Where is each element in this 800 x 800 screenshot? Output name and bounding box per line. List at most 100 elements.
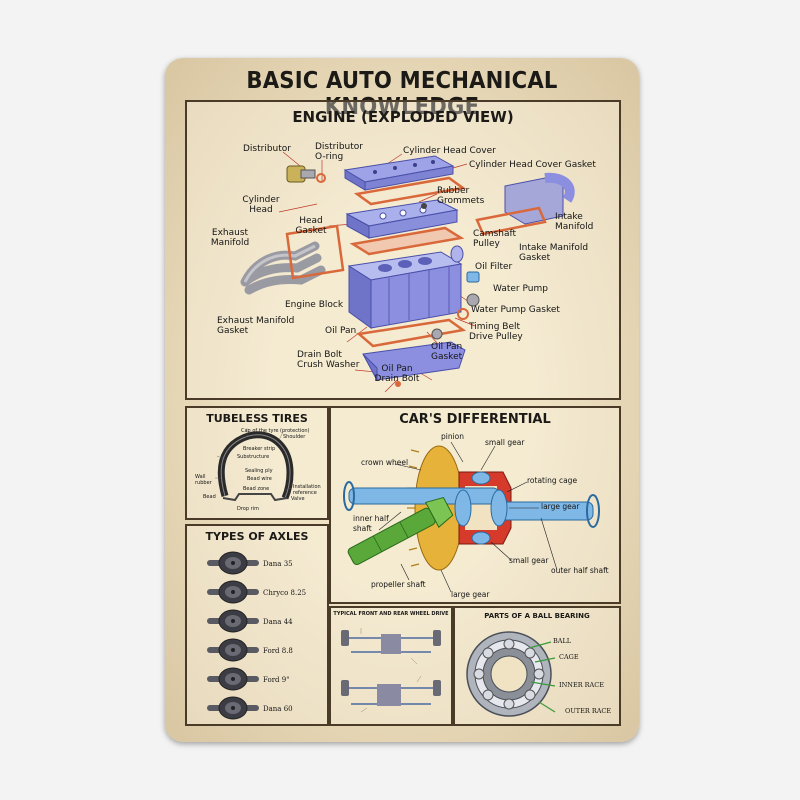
small-gear-top [471,471,491,485]
drive-title: TYPICAL FRONT AND REAR WHEEL DRIVE [333,611,449,617]
diff-label-large-gear-right: large gear [541,502,580,511]
oil-filter-part [466,271,480,283]
axle-housing-icon [207,551,259,575]
drive-panel: TYPICAL FRONT AND REAR WHEEL DRIVE [329,606,453,726]
axle-label: Chryco 8.25 [263,589,307,597]
timing-pulley-part [431,328,443,340]
exhaust-gasket [285,224,345,280]
axle-label: Ford 8.8 [263,647,293,655]
axle-housing-icon [207,638,259,662]
inner-half-shaft [348,487,500,505]
engine-block [347,251,463,329]
tires-title: TUBELESS TIRES [206,412,308,425]
differential-diagram [343,441,600,593]
label-intake-manifold: Intake Manifold [555,212,594,232]
head-gasket [349,226,465,256]
bearing-label-cage: CAGE [559,653,579,661]
axle-item: Dana 44 [187,606,327,636]
water-pump-gasket-part [457,308,469,320]
distributor-part [286,165,326,183]
label-oil-filter: Oil Filter [475,262,513,272]
exhaust-manifold-part [240,241,326,295]
tire-label-install: Installation reference [293,484,321,496]
label-drain-bolt-washer: Drain Bolt Crush Washer [297,350,360,370]
axle-label: Ford 9" [263,676,290,684]
axle-housing-icon [207,696,259,720]
tire-label-valve: Valve [291,496,305,502]
large-gear-left [454,489,472,527]
propeller-shaft [347,496,454,566]
page-title: BASIC AUTO MECHANICAL KNOWLEDGE [246,68,558,120]
label-engine-block: Engine Block [285,300,344,310]
label-cyl-head-cover-gasket: Cylinder Head Cover Gasket [469,160,596,170]
drain-bolt [395,381,401,387]
label-water-pump-gasket: Water Pump Gasket [471,305,560,315]
diff-label-inner-half-shaft: inner half shaft [353,514,389,533]
differential-panel: CAR'S DIFFERENTIAL [329,406,621,604]
label-water-pump: Water Pump [493,284,548,294]
cover-gasket [353,176,467,206]
tire-diagram [215,428,294,502]
bearing-panel: PARTS OF A BALL BEARING BALL CAGE INNER … [453,606,621,726]
small-gear-bottom [471,531,491,545]
label-oil-pan: Oil Pan [325,326,357,336]
axle-item: Chryco 8.25 [187,577,327,607]
bearing-diagram [466,631,556,717]
axle-housing-icon [207,609,259,633]
bearing-label-ball: BALL [553,637,572,645]
cylinder-head [345,199,459,239]
engine-title: ENGINE (EXPLODED VIEW) [292,108,514,126]
oil-pan-gasket [356,318,467,348]
axle-housing-icon [207,667,259,691]
large-gear-right [490,489,508,527]
label-intake-manifold-gasket: Intake Manifold Gasket [519,243,589,263]
tire-label-shoulder: Shoulder [283,434,306,440]
diff-label-large-gear-bottom: large gear [451,590,490,599]
diff-label-pinion: pinion [441,432,465,441]
tire-label-cap: Cap of the tyre (protection) [241,428,310,434]
label-cyl-head-cover: Cylinder Head Cover [403,146,496,156]
label-oil-pan-drain-bolt: Oil Pan Drain Bolt [374,364,420,384]
label-exhaust-manifold-gasket: Exhaust Manifold Gasket [217,316,295,336]
intake-gasket [475,206,547,236]
tire-label-bead: Bead [203,494,216,500]
axle-item: Dana 60 [187,693,327,723]
engine-diagram [240,151,575,393]
label-exhaust-manifold: Exhaust Manifold [210,228,250,248]
diff-label-propeller-shaft: propeller shaft [371,580,426,589]
rubber-grommet [421,203,427,209]
diff-label-outer-half-shaft: outer half shaft [551,566,609,575]
drive-diagram [341,628,441,713]
bearing-label-inner-race: INNER RACE [559,681,604,689]
cylinder-head-cover [343,155,455,191]
tires-panel: TUBELESS TIRES Cap of the tyre (protecti… [185,406,329,520]
label-rubber-grommets: Rubber Grommets [437,186,485,206]
axle-housing-icon [207,580,259,604]
diff-label-small-gear-top: small gear [485,438,525,447]
label-camshaft-pulley: Camshaft Pulley [473,229,517,249]
axle-item: Ford 9" [187,664,327,694]
water-pump-part [466,293,480,307]
bearing-title: PARTS OF A BALL BEARING [484,612,590,620]
diff-label-small-gear-bottom: small gear [509,556,549,565]
label-oil-pan-gasket: Oil Pan Gasket [431,342,463,362]
bearing-label-outer-race: OUTER RACE [565,707,612,715]
tire-label-bead-wire: Bead wire [247,476,272,482]
label-distributor-oring: Distributor O-ring [315,142,364,162]
tire-label-bead-zone: Bead zone [243,486,270,492]
label-head-gasket: Head Gasket [295,216,327,236]
tire-label-substructure: Substructure [237,454,270,460]
differential-title: CAR'S DIFFERENTIAL [399,412,551,427]
axle-item: Dana 35 [187,548,327,578]
camshaft-pulley-part [450,245,464,263]
tire-label-wall: Wall rubber [195,474,212,486]
engine-panel: ENGINE (EXPLODED VIEW) [185,100,621,400]
axle-item: Ford 8.8 [187,635,327,665]
axle-label: Dana 35 [263,560,293,568]
tire-label-drop-rim: Drop rim [237,506,259,512]
tire-label-breaker: Breaker strip [243,446,276,452]
axles-title: TYPES OF AXLES [205,530,309,543]
diff-label-rotating-cage: rotating cage [527,476,578,485]
tire-label-sealing: Sealing ply [245,468,273,474]
